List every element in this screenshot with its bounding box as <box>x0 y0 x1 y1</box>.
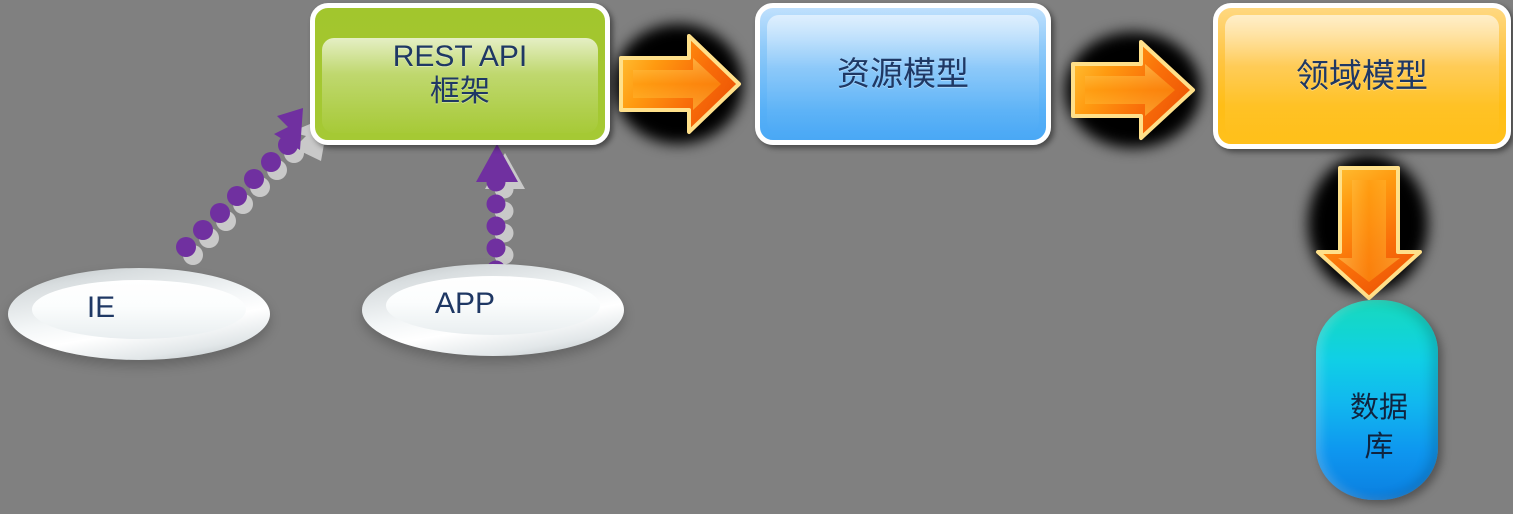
block-arrow-right-icon <box>619 34 741 134</box>
node-app-label: APP <box>434 287 496 320</box>
ellipse-gloss-overlay <box>385 275 601 335</box>
dotted-arrow-head <box>274 108 303 150</box>
node-resource-model-label: 资源模型 <box>837 54 969 92</box>
node-domain-model-label: 领域模型 <box>1296 56 1428 94</box>
block-arrow-down-icon <box>1316 166 1422 300</box>
node-rest-api-box[interactable]: REST API 框架 <box>310 3 610 145</box>
dotted-arrow-head-vertical <box>476 144 518 182</box>
node-rest-api-label: REST API 框架 <box>392 39 528 108</box>
node-database-label: 数据 库 <box>1349 391 1408 463</box>
block-arrow-resource-to-domain <box>1055 28 1213 152</box>
block-arrow-domain-to-database <box>1302 146 1436 312</box>
ellipse-gloss-overlay <box>31 279 247 339</box>
dotted-arrow-dots <box>176 135 298 257</box>
node-app-ellipse[interactable]: APP <box>362 264 624 356</box>
node-database-cylinder[interactable]: 数据 库 <box>1316 300 1438 500</box>
node-ie-ellipse[interactable]: IE <box>8 268 270 360</box>
block-arrow-right-icon <box>1071 40 1195 140</box>
node-ie-label: IE <box>86 291 116 324</box>
node-resource-model-box[interactable]: 资源模型 <box>755 3 1051 145</box>
node-domain-model-box[interactable]: 领域模型 <box>1213 3 1511 149</box>
block-arrow-rest-to-resource <box>605 18 755 150</box>
